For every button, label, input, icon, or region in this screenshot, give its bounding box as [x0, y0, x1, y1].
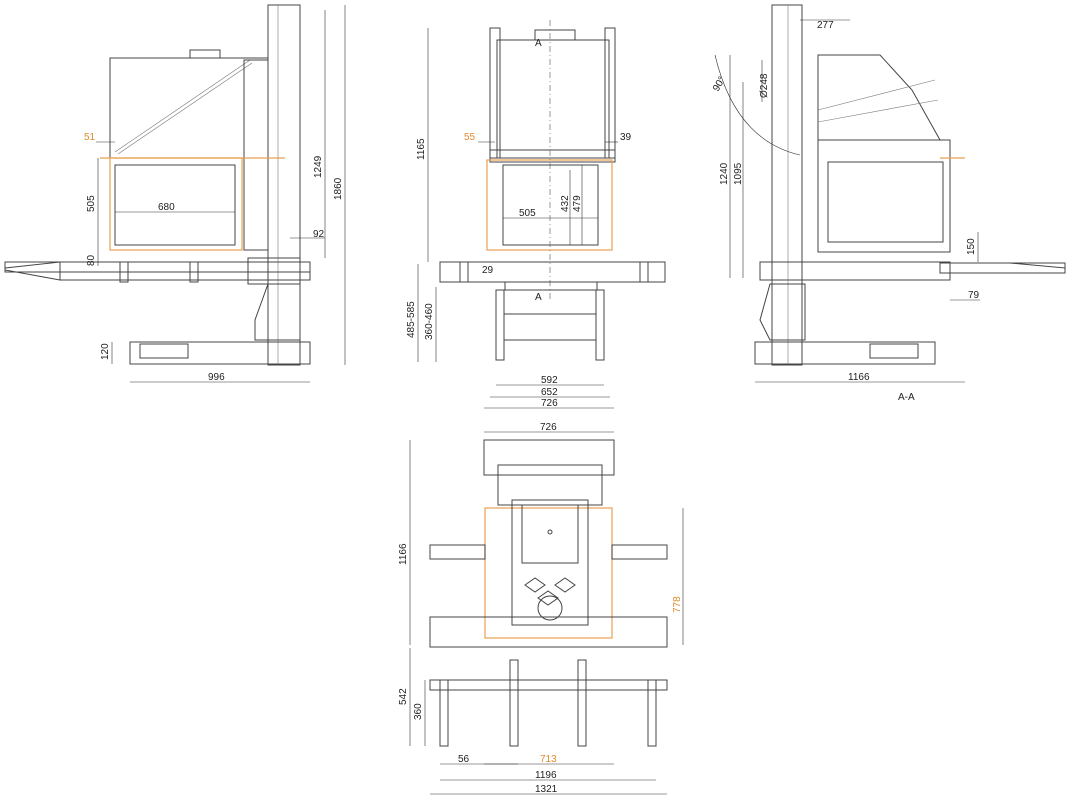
dim-w: 726	[540, 422, 557, 433]
section-title: A-A	[898, 392, 915, 403]
dim-glass-w: 505	[519, 208, 536, 219]
dim-glass-h: 432	[560, 195, 571, 212]
section-mark-top: A	[535, 38, 542, 49]
dim-depth: 92	[313, 229, 325, 240]
dim-offset-right: 39	[620, 132, 632, 143]
dim-h2: 1095	[733, 162, 744, 185]
dim-base-h: 120	[100, 343, 111, 360]
dim-inner: 778	[672, 596, 683, 613]
dim-foot: 56	[458, 754, 470, 765]
side-view-left: 51 505 680 80 1249 1860 92 120 996	[4, 4, 346, 383]
dim-base-w: 996	[208, 372, 225, 383]
dim-leg: 360	[413, 703, 424, 720]
dim-foot: 80	[86, 254, 97, 266]
dim-span: 713	[540, 754, 557, 765]
dim-offset-left: 55	[464, 132, 476, 143]
dim-h-top: 1249	[313, 155, 324, 178]
dim-flue-offset: 277	[817, 20, 834, 31]
dim-plate-h: 150	[966, 238, 977, 255]
dim-stand: 542	[398, 688, 409, 705]
dim-flue-d: Ø248	[759, 73, 770, 98]
section-view: 90° 277 Ø248 1240 1095 150 79 1166 A-A	[711, 4, 1066, 403]
section-mark-bottom: A	[535, 292, 542, 303]
dim-fire-h: 505	[86, 195, 97, 212]
dim-w3: 726	[541, 398, 558, 409]
dim-base1: 1196	[535, 770, 557, 781]
dim-fire-h: 479	[572, 195, 583, 212]
dim-gap: 29	[482, 265, 494, 276]
dim-h-total: 1860	[333, 177, 344, 200]
dim-h: 1165	[416, 138, 427, 160]
dim-leg-h: 360-460	[424, 303, 435, 340]
front-view: A A 1165 55 39 432 479 505 29 485-585 36…	[406, 20, 666, 409]
dim-w2: 652	[541, 387, 558, 398]
dim-plate-d: 79	[968, 290, 980, 301]
dim-w1: 592	[541, 375, 558, 386]
dim-offset-top: 51	[84, 132, 96, 143]
dim-depth: 1166	[398, 543, 409, 565]
top-view: 726 1166 778 542 360 56 713 1196 1321	[398, 422, 684, 795]
dim-angle: 90°	[711, 75, 728, 94]
dim-h1: 1240	[719, 162, 730, 185]
dim-stand-h: 485-585	[406, 301, 417, 338]
dim-base2: 1321	[535, 784, 558, 795]
dim-base-w: 1166	[848, 372, 870, 383]
dim-fire-w: 680	[158, 202, 175, 213]
